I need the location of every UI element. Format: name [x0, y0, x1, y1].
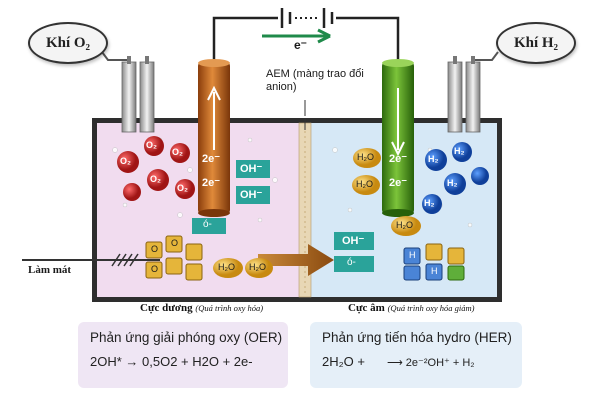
circuit-wire: [212, 16, 400, 65]
oer-panel: Phản ứng giải phóng oxy (OER) 2OH* → 0,5…: [78, 322, 288, 388]
her-title: Phản ứng tiến hóa hydro (HER): [322, 330, 512, 345]
oh-label-3: OH⁻: [342, 235, 365, 247]
oxygen-gas-bubble: Khí O₂: [28, 22, 108, 64]
h2-molecules: [422, 142, 489, 214]
her-equation: 2H₂O + ⟶ 2e⁻²OH⁺ + H₂: [322, 354, 475, 369]
h2-label-2: H₂: [454, 146, 465, 156]
cathode-down-arrow: [391, 88, 405, 157]
canister-o-label-1: O: [151, 244, 159, 254]
canister-h-label-1: H: [409, 250, 416, 260]
cathode-title-text: Cực âm: [348, 302, 385, 314]
her-equation-right: ⟶ 2e⁻²OH⁺ + H₂: [386, 357, 475, 369]
anode-electron-2: 2e⁻: [202, 177, 221, 189]
canister-o-label-2: O: [171, 238, 179, 248]
electron-label: e⁻: [294, 38, 308, 52]
cooling-hatch: [111, 253, 139, 267]
h2-label-4: H₂: [424, 198, 435, 208]
hydrogen-gas-label: Khí H₂: [513, 34, 559, 51]
o2-label-5: O₂: [177, 183, 188, 193]
oh-label-2: OH⁻: [240, 189, 263, 201]
oh-boxes: [192, 160, 374, 272]
canister-h-label-2: H: [431, 266, 438, 276]
anode-title-text: Cực dương: [140, 302, 193, 314]
canister-o-label-3: O: [151, 264, 159, 274]
anode-up-arrow: [207, 85, 221, 150]
her-panel: Phản ứng tiến hóa hydro (HER) 2H₂O + ⟶ 2e…: [310, 322, 522, 388]
h2o-label-5: H₂O: [396, 220, 413, 230]
h2o-label-1: H₂O: [218, 262, 235, 272]
hydrogen-gas-bubble: Khí H₂: [496, 22, 576, 64]
h2-label-3: H₂: [447, 178, 458, 188]
anode-title: Cực dương (Quá trình oxy hóa): [140, 302, 263, 314]
h2-label-1: H₂: [428, 154, 439, 164]
cathode-note: (Quá trình oxy hóa giảm): [387, 303, 475, 313]
her-equation-left: 2H₂O +: [322, 354, 365, 369]
oxygen-gas-label: Khí O₂: [45, 34, 91, 51]
cathode-electron-2: 2e⁻: [389, 177, 408, 189]
battery-icon: [280, 8, 334, 28]
membrane-label: AEM (màng trao đổi anion): [266, 68, 364, 93]
o2-label-2: O₂: [146, 140, 157, 150]
h2o-label-3: H₂O: [357, 152, 374, 162]
catalyst-canisters-cathode: [403, 243, 465, 281]
oer-title: Phản ứng giải phóng oxy (OER): [90, 330, 283, 345]
oh-label-1: OH⁻: [240, 163, 263, 175]
ion-flow-arrow: [258, 244, 334, 276]
catalyst-canisters-anode: [145, 235, 203, 281]
o2-label-1: O₂: [120, 156, 131, 166]
anode-gas-pipes: [101, 51, 155, 133]
cathode-gas-pipes: [447, 51, 499, 133]
cooling-label: Làm mát: [28, 264, 72, 276]
h2o-label-4: H₂O: [356, 179, 373, 189]
o-ion-label-2: ó-: [347, 257, 356, 268]
h2o-label-2: H₂O: [249, 262, 266, 272]
cathode-electron-1: 2e⁻: [389, 153, 408, 165]
o2-molecules: [117, 136, 195, 201]
anode-note: (Quá trình oxy hóa): [195, 303, 264, 313]
anode-electron-1: 2e⁻: [202, 153, 221, 165]
oer-equation: 2OH* → 0,5O2 + H2O + 2e-: [90, 354, 253, 369]
o-ion-label-1: ó-: [203, 219, 212, 230]
o2-label-3: O₂: [172, 147, 183, 157]
o2-label-4: O₂: [150, 174, 161, 184]
cathode-title: Cực âm (Quá trình oxy hóa giảm): [348, 302, 474, 314]
water-molecules: [213, 148, 421, 278]
